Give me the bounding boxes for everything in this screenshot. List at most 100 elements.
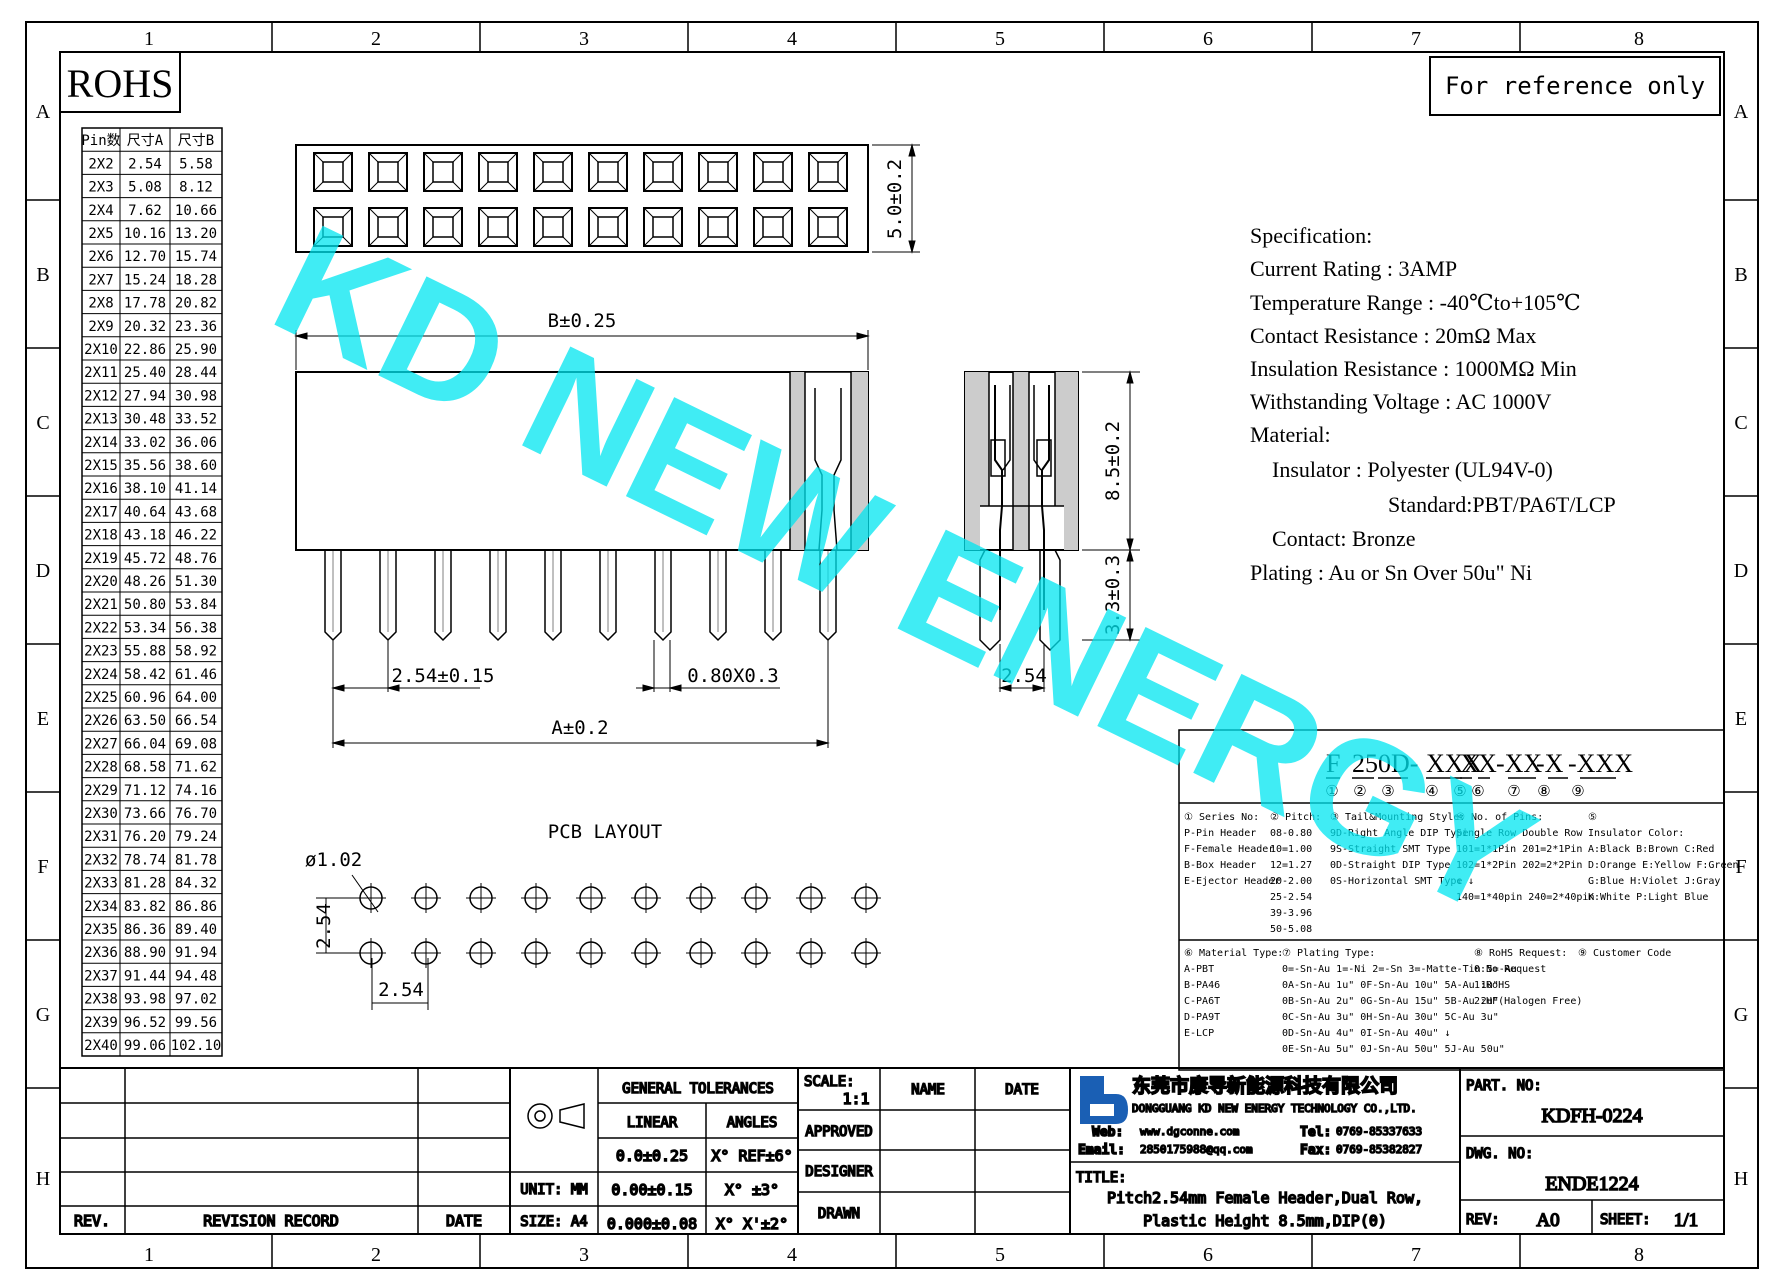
reference-note: For reference only xyxy=(1445,72,1705,100)
pcb-hole xyxy=(521,883,551,913)
contact-outer xyxy=(753,207,793,247)
contact-square xyxy=(643,207,683,247)
contact-square xyxy=(533,152,573,192)
pin xyxy=(599,550,617,642)
company-name-cn: 东莞市康导新能源科技有限公司 xyxy=(1132,1074,1398,1097)
table-cell: 89.40 xyxy=(175,922,217,938)
contact-square xyxy=(423,152,463,192)
legend-line: F-Female Header xyxy=(1184,844,1274,855)
spec-line: Contact: Bronze xyxy=(1272,526,1416,551)
table-cell: 81.78 xyxy=(175,852,217,868)
contact-chamfer xyxy=(533,152,544,163)
table-cell: 2X19 xyxy=(84,551,118,567)
table-cell: 2X35 xyxy=(84,922,118,938)
zone-col-label-top: 2 xyxy=(371,28,381,50)
pcb-hole xyxy=(686,883,716,913)
contact-chamfer xyxy=(837,152,848,163)
contact-square xyxy=(588,207,628,247)
pcb-hole xyxy=(576,883,606,913)
contact-chamfer xyxy=(507,236,518,247)
contact-outer xyxy=(808,207,848,247)
contact-chamfer xyxy=(478,152,489,163)
legend-line: 0D-Sn-Au 4u" 0I-Sn-Au 40u" ↓ xyxy=(1282,1028,1451,1039)
pin xyxy=(709,550,727,642)
table-cell: 2X32 xyxy=(84,852,118,868)
projection-circle xyxy=(534,1110,546,1122)
contact-chamfer xyxy=(643,207,654,218)
dwg-no-value: ENDE1224 xyxy=(1545,1173,1638,1195)
table-header: Pin数 xyxy=(81,133,120,149)
table-cell: 2X17 xyxy=(84,504,118,520)
pin xyxy=(489,550,507,642)
legend-line: P-Pin Header xyxy=(1184,828,1256,839)
tolerance-linear: 0.000±0.08 xyxy=(607,1215,697,1233)
reference-box: For reference only xyxy=(1429,56,1721,116)
legend-line: ⑤ xyxy=(1588,812,1597,823)
table-cell: 61.46 xyxy=(175,667,217,683)
table-cell: 35.56 xyxy=(124,458,166,474)
contact-chamfer xyxy=(452,207,463,218)
table-cell: 94.48 xyxy=(175,968,217,984)
table-header: 尺寸A xyxy=(127,133,164,149)
pcb-hole xyxy=(576,938,606,968)
contact-square xyxy=(753,207,793,247)
rohs-box: ROHS xyxy=(59,51,181,113)
contact-chamfer xyxy=(782,181,793,192)
contact-chamfer xyxy=(727,236,738,247)
table-cell: 18.28 xyxy=(175,272,217,288)
dim-b-width-label: B±0.25 xyxy=(548,310,617,332)
table-cell: 73.66 xyxy=(124,806,166,822)
contact-outer xyxy=(753,152,793,192)
contact-chamfer xyxy=(533,236,544,247)
legend-line: C-PA6T xyxy=(1184,996,1220,1007)
legend-line: E-LCP xyxy=(1184,1028,1214,1039)
section-cavity xyxy=(804,371,852,551)
table-cell: 2X33 xyxy=(84,876,118,892)
table-cell: 76.20 xyxy=(124,829,166,845)
table-cell: 45.72 xyxy=(124,551,166,567)
table-cell: 2X6 xyxy=(88,249,113,265)
table-cell: 81.28 xyxy=(124,876,166,892)
contact-chamfer xyxy=(727,207,738,218)
table-cell: 2X28 xyxy=(84,760,118,776)
contact-square xyxy=(368,152,408,192)
zone-row-label-left: D xyxy=(36,560,50,582)
contact-inner xyxy=(762,216,784,238)
zone-col-label-bottom: 4 xyxy=(787,1244,797,1266)
table-cell: 60.96 xyxy=(124,690,166,706)
table-cell: 66.04 xyxy=(124,736,166,752)
table-cell: 25.40 xyxy=(124,365,166,381)
zone-row-label-right: E xyxy=(1735,708,1747,730)
table-cell: 36.06 xyxy=(175,435,217,451)
legend-line: 0:No Request xyxy=(1474,964,1546,975)
table-cell: 99.56 xyxy=(175,1015,217,1031)
spec-line: Insulator : Polyester (UL94V-0) xyxy=(1272,457,1553,482)
contact-square xyxy=(808,207,848,247)
contact-square xyxy=(478,152,518,192)
contact-inner xyxy=(377,216,399,238)
contact-chamfer xyxy=(727,152,738,163)
table-cell: 91.44 xyxy=(124,968,166,984)
legend-line: 20-2.00 xyxy=(1270,876,1312,887)
table-cell: 5.58 xyxy=(179,156,213,172)
table-cell: 41.14 xyxy=(175,481,217,497)
part-code-segment: 0D- xyxy=(1378,749,1418,778)
dim-top-height xyxy=(872,143,920,254)
contact-chamfer xyxy=(478,181,489,192)
table-cell: 55.88 xyxy=(124,644,166,660)
email-value: 2850175988@qq.com xyxy=(1140,1143,1253,1156)
logo-shape xyxy=(1080,1076,1128,1124)
table-cell: 76.70 xyxy=(175,806,217,822)
contact-outer xyxy=(423,152,463,192)
part-code-box xyxy=(1178,729,1725,1071)
part-code-index: ② xyxy=(1353,784,1366,800)
contact-chamfer xyxy=(837,207,848,218)
table-cell: 2X12 xyxy=(84,388,118,404)
table-cell: 2X9 xyxy=(88,319,113,335)
part-no-label: PART. NO: xyxy=(1466,1078,1542,1094)
legend-line: 12=1.27 xyxy=(1270,860,1312,871)
table-cell: 2X10 xyxy=(84,342,118,358)
table-cell: 33.02 xyxy=(124,435,166,451)
contact-outer xyxy=(423,207,463,247)
